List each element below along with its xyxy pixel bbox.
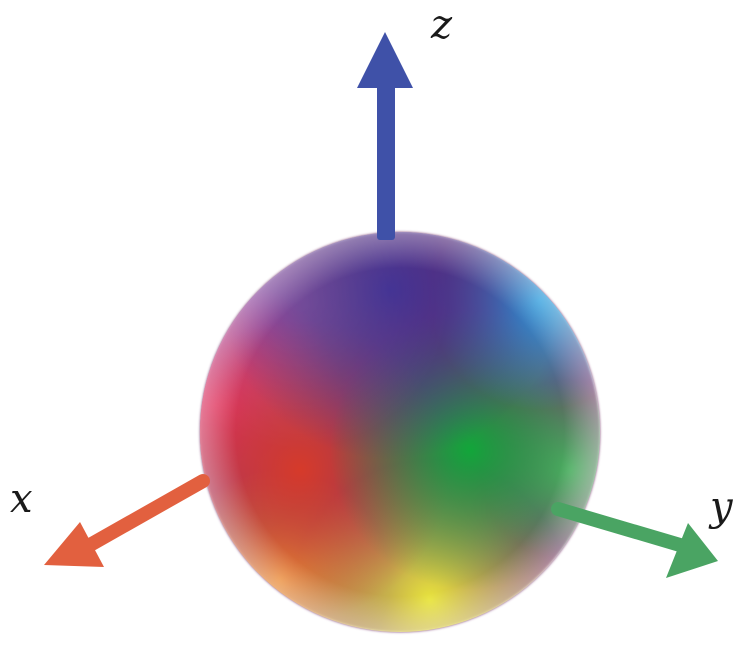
- z-axis-label: z: [430, 2, 453, 48]
- color-sphere: [200, 232, 600, 632]
- y-axis-arrow: [551, 502, 718, 578]
- y-axis-label: y: [708, 484, 734, 530]
- x-axis-arrow: [44, 474, 210, 567]
- z-axis-arrow: [357, 32, 413, 240]
- x-axis-label: x: [10, 476, 33, 522]
